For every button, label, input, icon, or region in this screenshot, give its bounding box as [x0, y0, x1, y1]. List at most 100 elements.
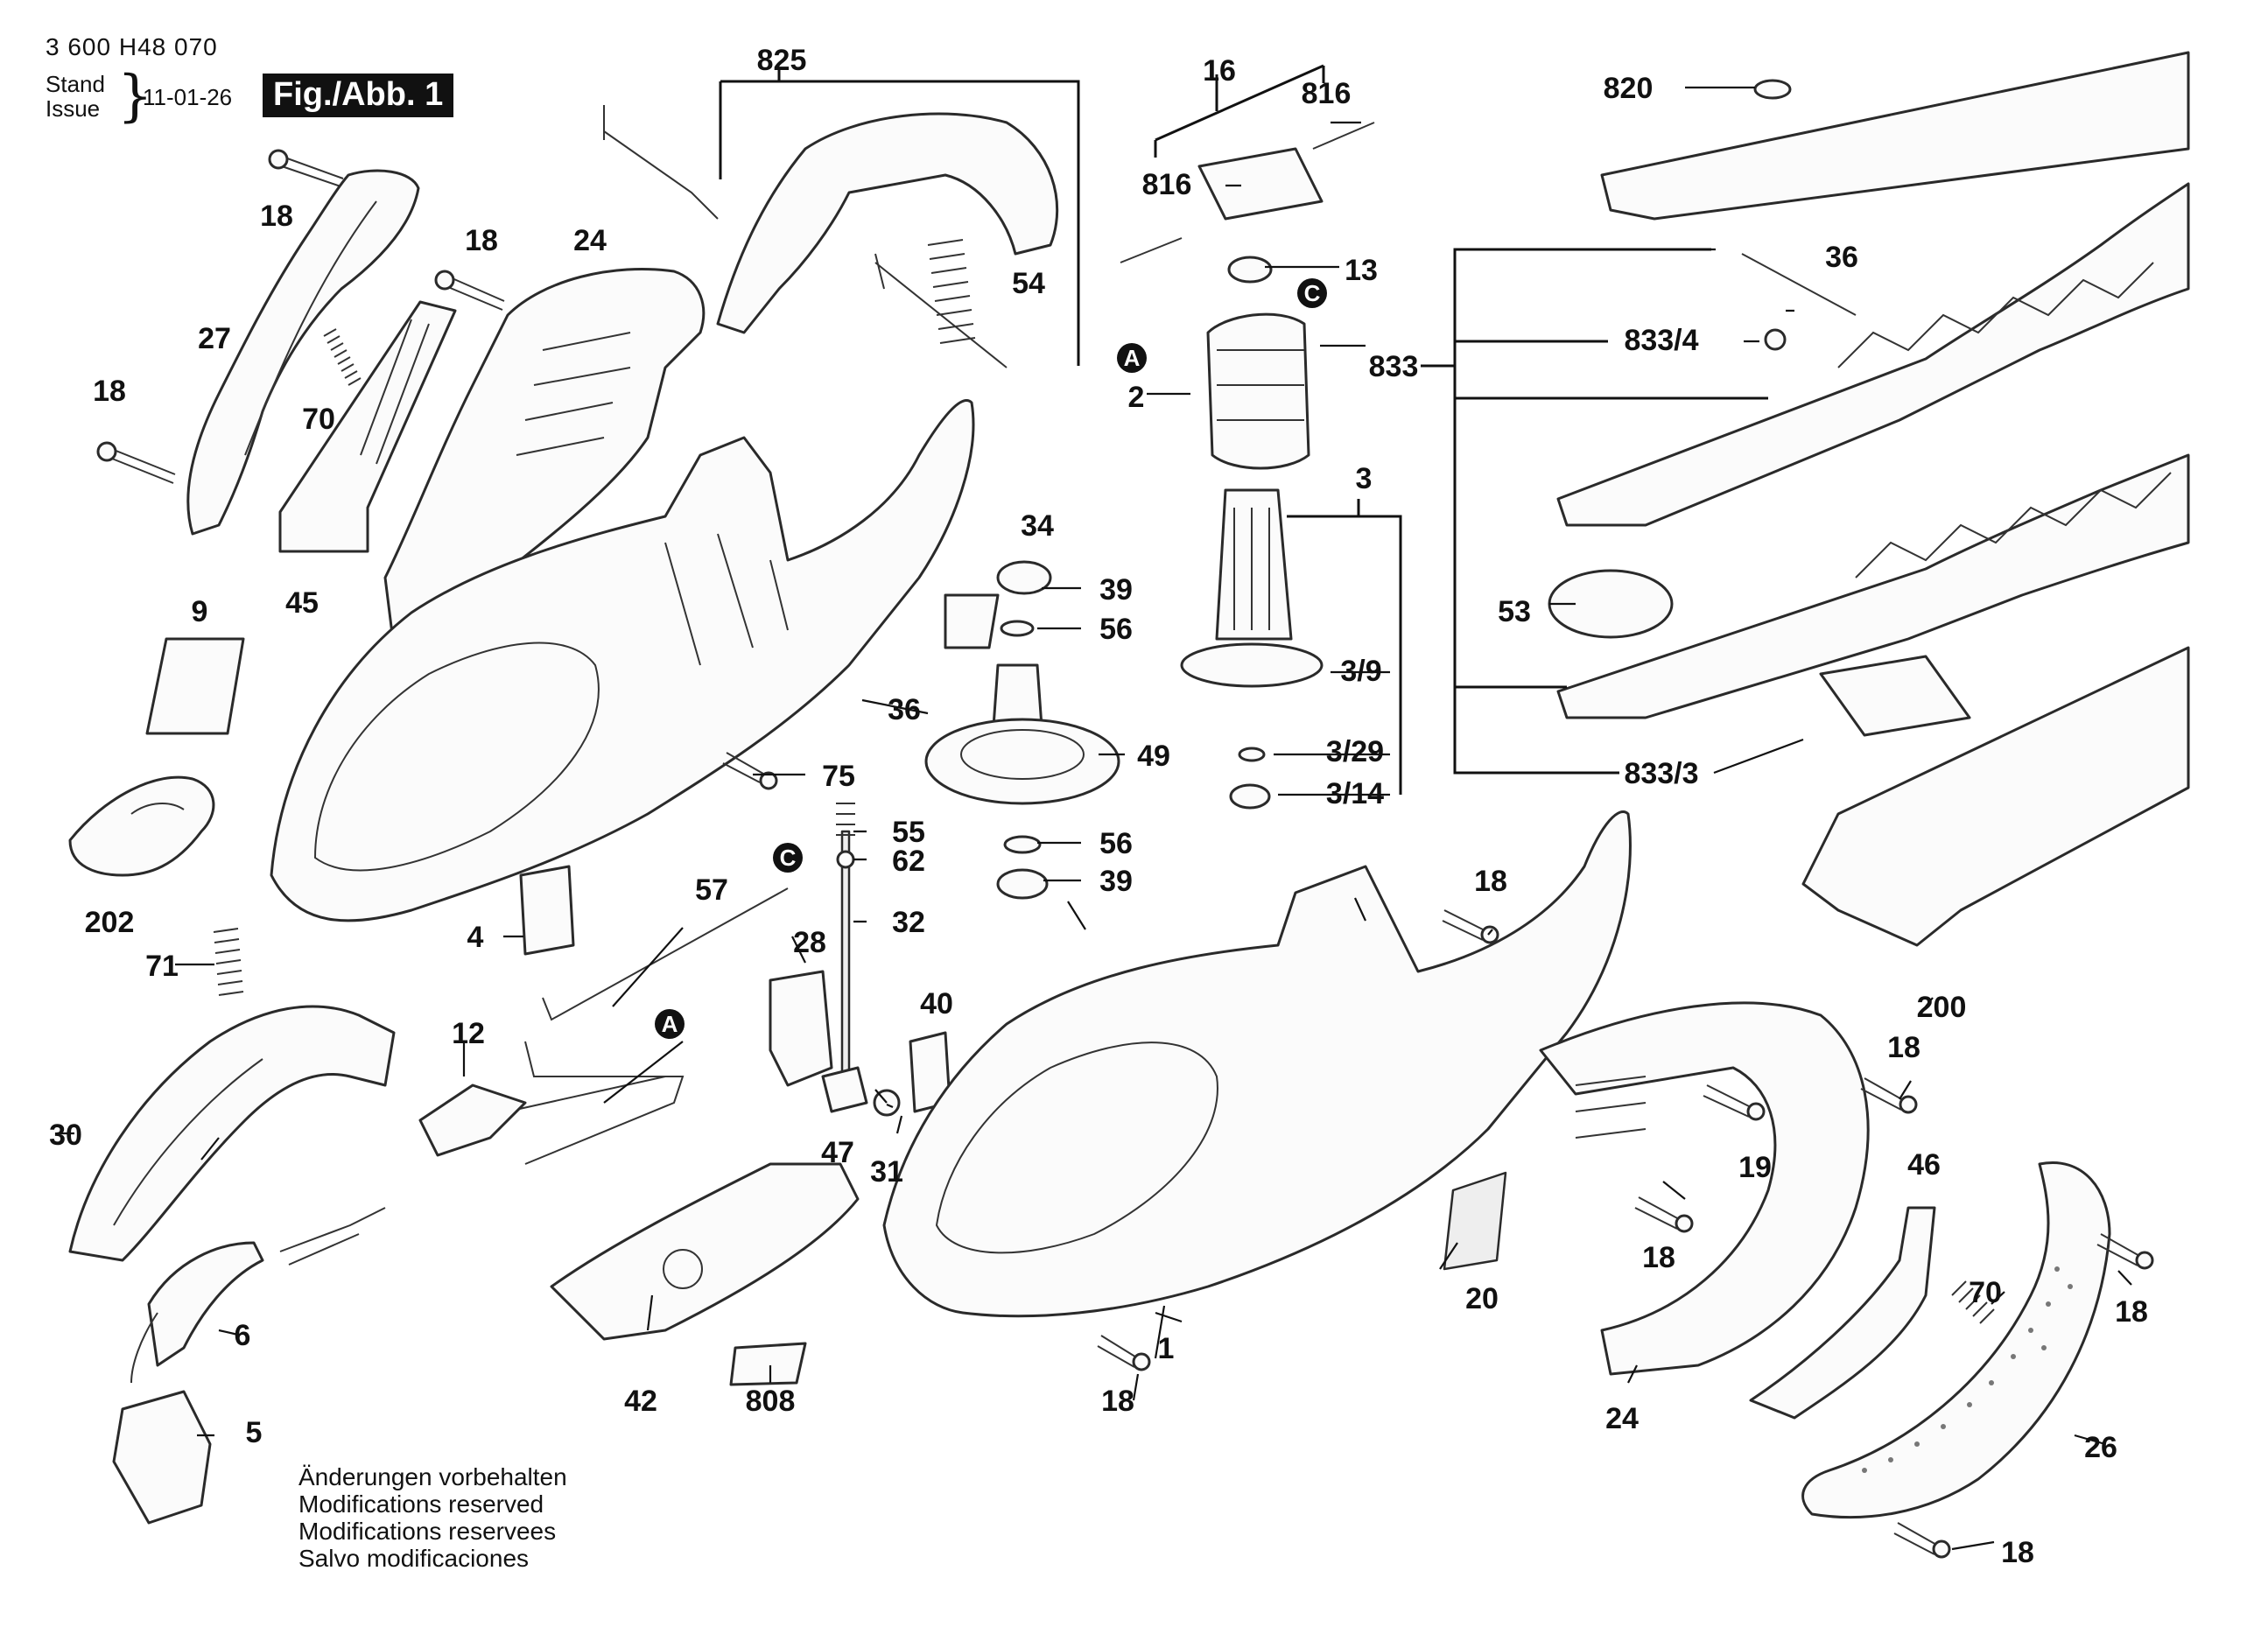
- callout-55: 55: [892, 816, 925, 849]
- bracket-28: [769, 970, 833, 1087]
- lever-47: [821, 1066, 868, 1113]
- wire-holder-12: [418, 1083, 527, 1157]
- label-808: [729, 1342, 807, 1386]
- switch-4: [519, 865, 575, 956]
- front-handle-825: [716, 112, 1059, 334]
- callout-39: 39: [1099, 573, 1133, 607]
- callout-3: 3: [1356, 462, 1373, 495]
- callout-3-14: 3/14: [1326, 777, 1384, 810]
- callout-833: 833: [1369, 350, 1419, 383]
- svg-text:A: A: [1124, 345, 1141, 371]
- callout-202: 202: [85, 906, 135, 939]
- callout-816: 816: [1142, 168, 1192, 201]
- callout-40: 40: [920, 987, 953, 1020]
- callout-28: 28: [793, 926, 826, 959]
- bracket-825: [719, 70, 1080, 366]
- callout-18: 18: [2115, 1295, 2148, 1329]
- bearing-39-top: [996, 560, 1052, 595]
- spring-54: [927, 239, 976, 344]
- callout-57: 57: [695, 873, 728, 907]
- bracket-3: [1287, 499, 1402, 795]
- cable-57: [542, 887, 789, 1021]
- spring-70: [323, 328, 362, 386]
- label-20: [1443, 1171, 1507, 1271]
- carbon-brush-816: [1120, 122, 1375, 263]
- brush-holder-16: [1197, 147, 1324, 221]
- callout-18: 18: [93, 375, 126, 408]
- callout-49: 49: [1137, 740, 1170, 773]
- callout-12: 12: [452, 1017, 485, 1050]
- callout-20: 20: [1465, 1282, 1499, 1315]
- handle-cover-27: [186, 169, 420, 536]
- screw-19: [1703, 1084, 1766, 1121]
- note-es: Salvo modificaciones: [298, 1545, 530, 1572]
- callout-labels: 825 16 816 816 820 18 18 24 27 70 18 54 …: [49, 44, 2148, 1569]
- marker-a-top: A: [1117, 343, 1147, 373]
- callout-34: 34: [1021, 509, 1054, 543]
- callout-820: 820: [1604, 72, 1654, 105]
- issue-label: Issue: [46, 95, 101, 122]
- callout-1: 1: [1158, 1332, 1175, 1365]
- callout-9: 9: [192, 595, 208, 628]
- plug-5: [112, 1390, 212, 1525]
- bearing-13: [1227, 256, 1273, 284]
- svg-text:C: C: [780, 845, 797, 871]
- screw-18-bottom-center: [1097, 1335, 1151, 1371]
- callout-19: 19: [1738, 1151, 1772, 1184]
- gear-49-shaft: [992, 663, 1043, 728]
- callout-70: 70: [302, 403, 335, 436]
- callout-70: 70: [1969, 1276, 2002, 1309]
- note-de: Änderungen vorbehalten: [298, 1463, 567, 1490]
- side-cover-24-bottom: [1539, 1001, 1870, 1376]
- callout-24: 24: [573, 224, 607, 257]
- bearing-39-bottom: [996, 868, 1049, 900]
- leader-lines: [57, 86, 2132, 1551]
- callout-18: 18: [260, 200, 293, 233]
- note-fr: Modifications reservees: [298, 1518, 557, 1545]
- field-2: [1206, 312, 1310, 470]
- spring-70-right: [1951, 1280, 1995, 1324]
- callout-3-29: 3/29: [1326, 735, 1384, 768]
- screw-18-top-left: [268, 149, 344, 188]
- vent-dots-26: [1862, 1266, 2073, 1473]
- cap-820: [1753, 79, 1792, 100]
- callout-27: 27: [198, 322, 231, 355]
- marker-c-bottom: C: [773, 843, 803, 873]
- callout-26: 26: [2084, 1431, 2117, 1464]
- washer-3-29: [1238, 747, 1266, 762]
- washer-56-bottom: [1003, 835, 1042, 854]
- modifications-note: Änderungen vorbehalten Modifications res…: [298, 1463, 567, 1572]
- bracket-833: [1421, 248, 1768, 775]
- screw-18-bottom-right: [1893, 1522, 1951, 1559]
- housing-half-1: [882, 810, 1632, 1318]
- blade-cover-200: [1801, 646, 2190, 947]
- callout-200: 200: [1917, 991, 1967, 1024]
- callout-75: 75: [822, 760, 855, 793]
- washer-56-top: [1000, 620, 1035, 637]
- callout-54: 54: [1012, 267, 1045, 300]
- blade-lower-833: [1556, 453, 2190, 719]
- callout-18: 18: [1642, 1241, 1675, 1274]
- svg-text:C: C: [1304, 280, 1321, 306]
- callout-42: 42: [624, 1385, 657, 1418]
- callout-825: 825: [757, 44, 807, 77]
- bearing-34: [944, 593, 1000, 649]
- handle-cover-26: [1801, 1161, 2111, 1519]
- grip-insert-45: [278, 300, 457, 553]
- callout-53: 53: [1498, 595, 1531, 628]
- fan-3-9: [1180, 642, 1324, 688]
- issue-date: 11-01-26: [143, 84, 233, 110]
- marker-a-bottom: A: [655, 1009, 685, 1039]
- callout-808: 808: [746, 1385, 796, 1418]
- bottom-cover-42: [550, 1162, 860, 1341]
- callout-32: 32: [892, 906, 925, 939]
- callout-46: 46: [1907, 1148, 1941, 1182]
- callout-30: 30: [49, 1119, 82, 1152]
- slider-833-3: [1819, 655, 1971, 737]
- callout-2: 2: [1128, 381, 1145, 414]
- spring-55: [836, 803, 855, 836]
- callout-18: 18: [1474, 865, 1507, 898]
- callout-56: 56: [1099, 613, 1133, 646]
- label-9: [145, 637, 245, 735]
